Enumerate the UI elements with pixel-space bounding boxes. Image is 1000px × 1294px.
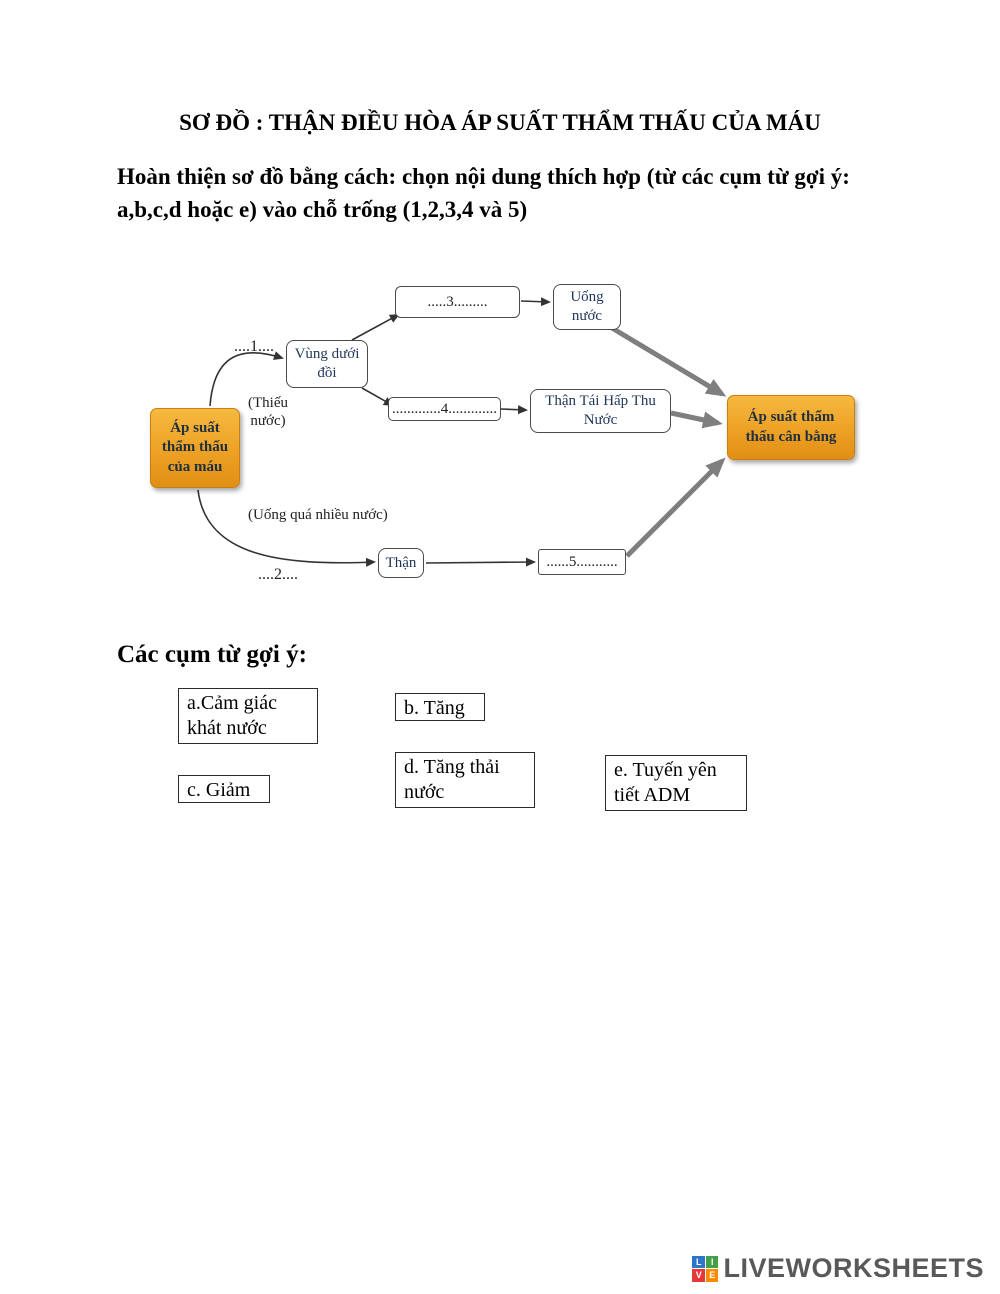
logo-tile-i: I (705, 1255, 719, 1268)
page-title: SƠ ĐỒ : THẬN ĐIỀU HÒA ÁP SUẤT THẨM THẤU … (179, 110, 821, 135)
label-blank-1[interactable]: ....1.... (234, 338, 274, 355)
connector-kidney-to-blank5 (425, 557, 536, 567)
node-kidney: Thận (378, 548, 424, 578)
node-drink-water: Uống nước (553, 284, 621, 330)
word-bank-option-a[interactable]: a.Cảm giác khát nước (178, 688, 318, 744)
word-bank-option-b[interactable]: b. Tăng (395, 693, 485, 721)
label-blank-2[interactable]: ....2.... (258, 566, 298, 583)
word-bank-option-c[interactable]: c. Giảm (178, 775, 270, 803)
logo-tile-e: E (705, 1269, 719, 1282)
arrow-reabsorb-to-end (670, 410, 723, 429)
brand-wordmark: LIVEWORKSHEETS (723, 1253, 984, 1283)
word-bank-option-d[interactable]: d. Tăng thải nước (395, 752, 535, 808)
word-bank-option-e[interactable]: e. Tuyến yên tiết ADM (605, 755, 747, 811)
connector-blank3-to-drinkwater (520, 297, 551, 307)
logo-tile-v: V (692, 1269, 705, 1282)
word-bank-heading: Các cụm từ gợi ý: (117, 641, 307, 668)
instructions-text: Hoàn thiện sơ đồ bằng cách: chọn nội dun… (117, 164, 850, 222)
connector-start-to-kidney (197, 489, 376, 567)
connector-hypothalamus-to-blank3 (351, 314, 400, 341)
liveworksheets-logo-icon: L I V E (692, 1255, 719, 1282)
label-thieu-nuoc: (Thiếu nước) (248, 395, 288, 429)
label-uong-qua-nhieu-nuoc: (Uống quá nhiều nước) (248, 507, 388, 523)
node-blank-5[interactable]: ......5........... (538, 549, 626, 575)
node-hypothalamus: Vùng dưới đồi (286, 340, 368, 388)
node-blank-4[interactable]: .............4............. (388, 397, 501, 421)
node-kidney-reabsorb-water: Thận Tái Hấp Thu Nước (530, 389, 671, 433)
arrow-blank5-to-end (625, 457, 726, 558)
connector-blank4-to-reabsorb (500, 405, 528, 415)
arrow-drinkwater-to-end (610, 325, 727, 397)
node-blood-osmotic-pressure: Áp suất thẩm thấu của máu (150, 408, 240, 488)
logo-tile-l: L (692, 1255, 705, 1268)
node-blank-3[interactable]: .....3......... (395, 286, 520, 318)
liveworksheets-brand: L I V E LIVEWORKSHEETS (692, 1253, 984, 1284)
node-balanced-osmotic-pressure: Áp suất thẩm thấu cân bằng (727, 395, 855, 460)
